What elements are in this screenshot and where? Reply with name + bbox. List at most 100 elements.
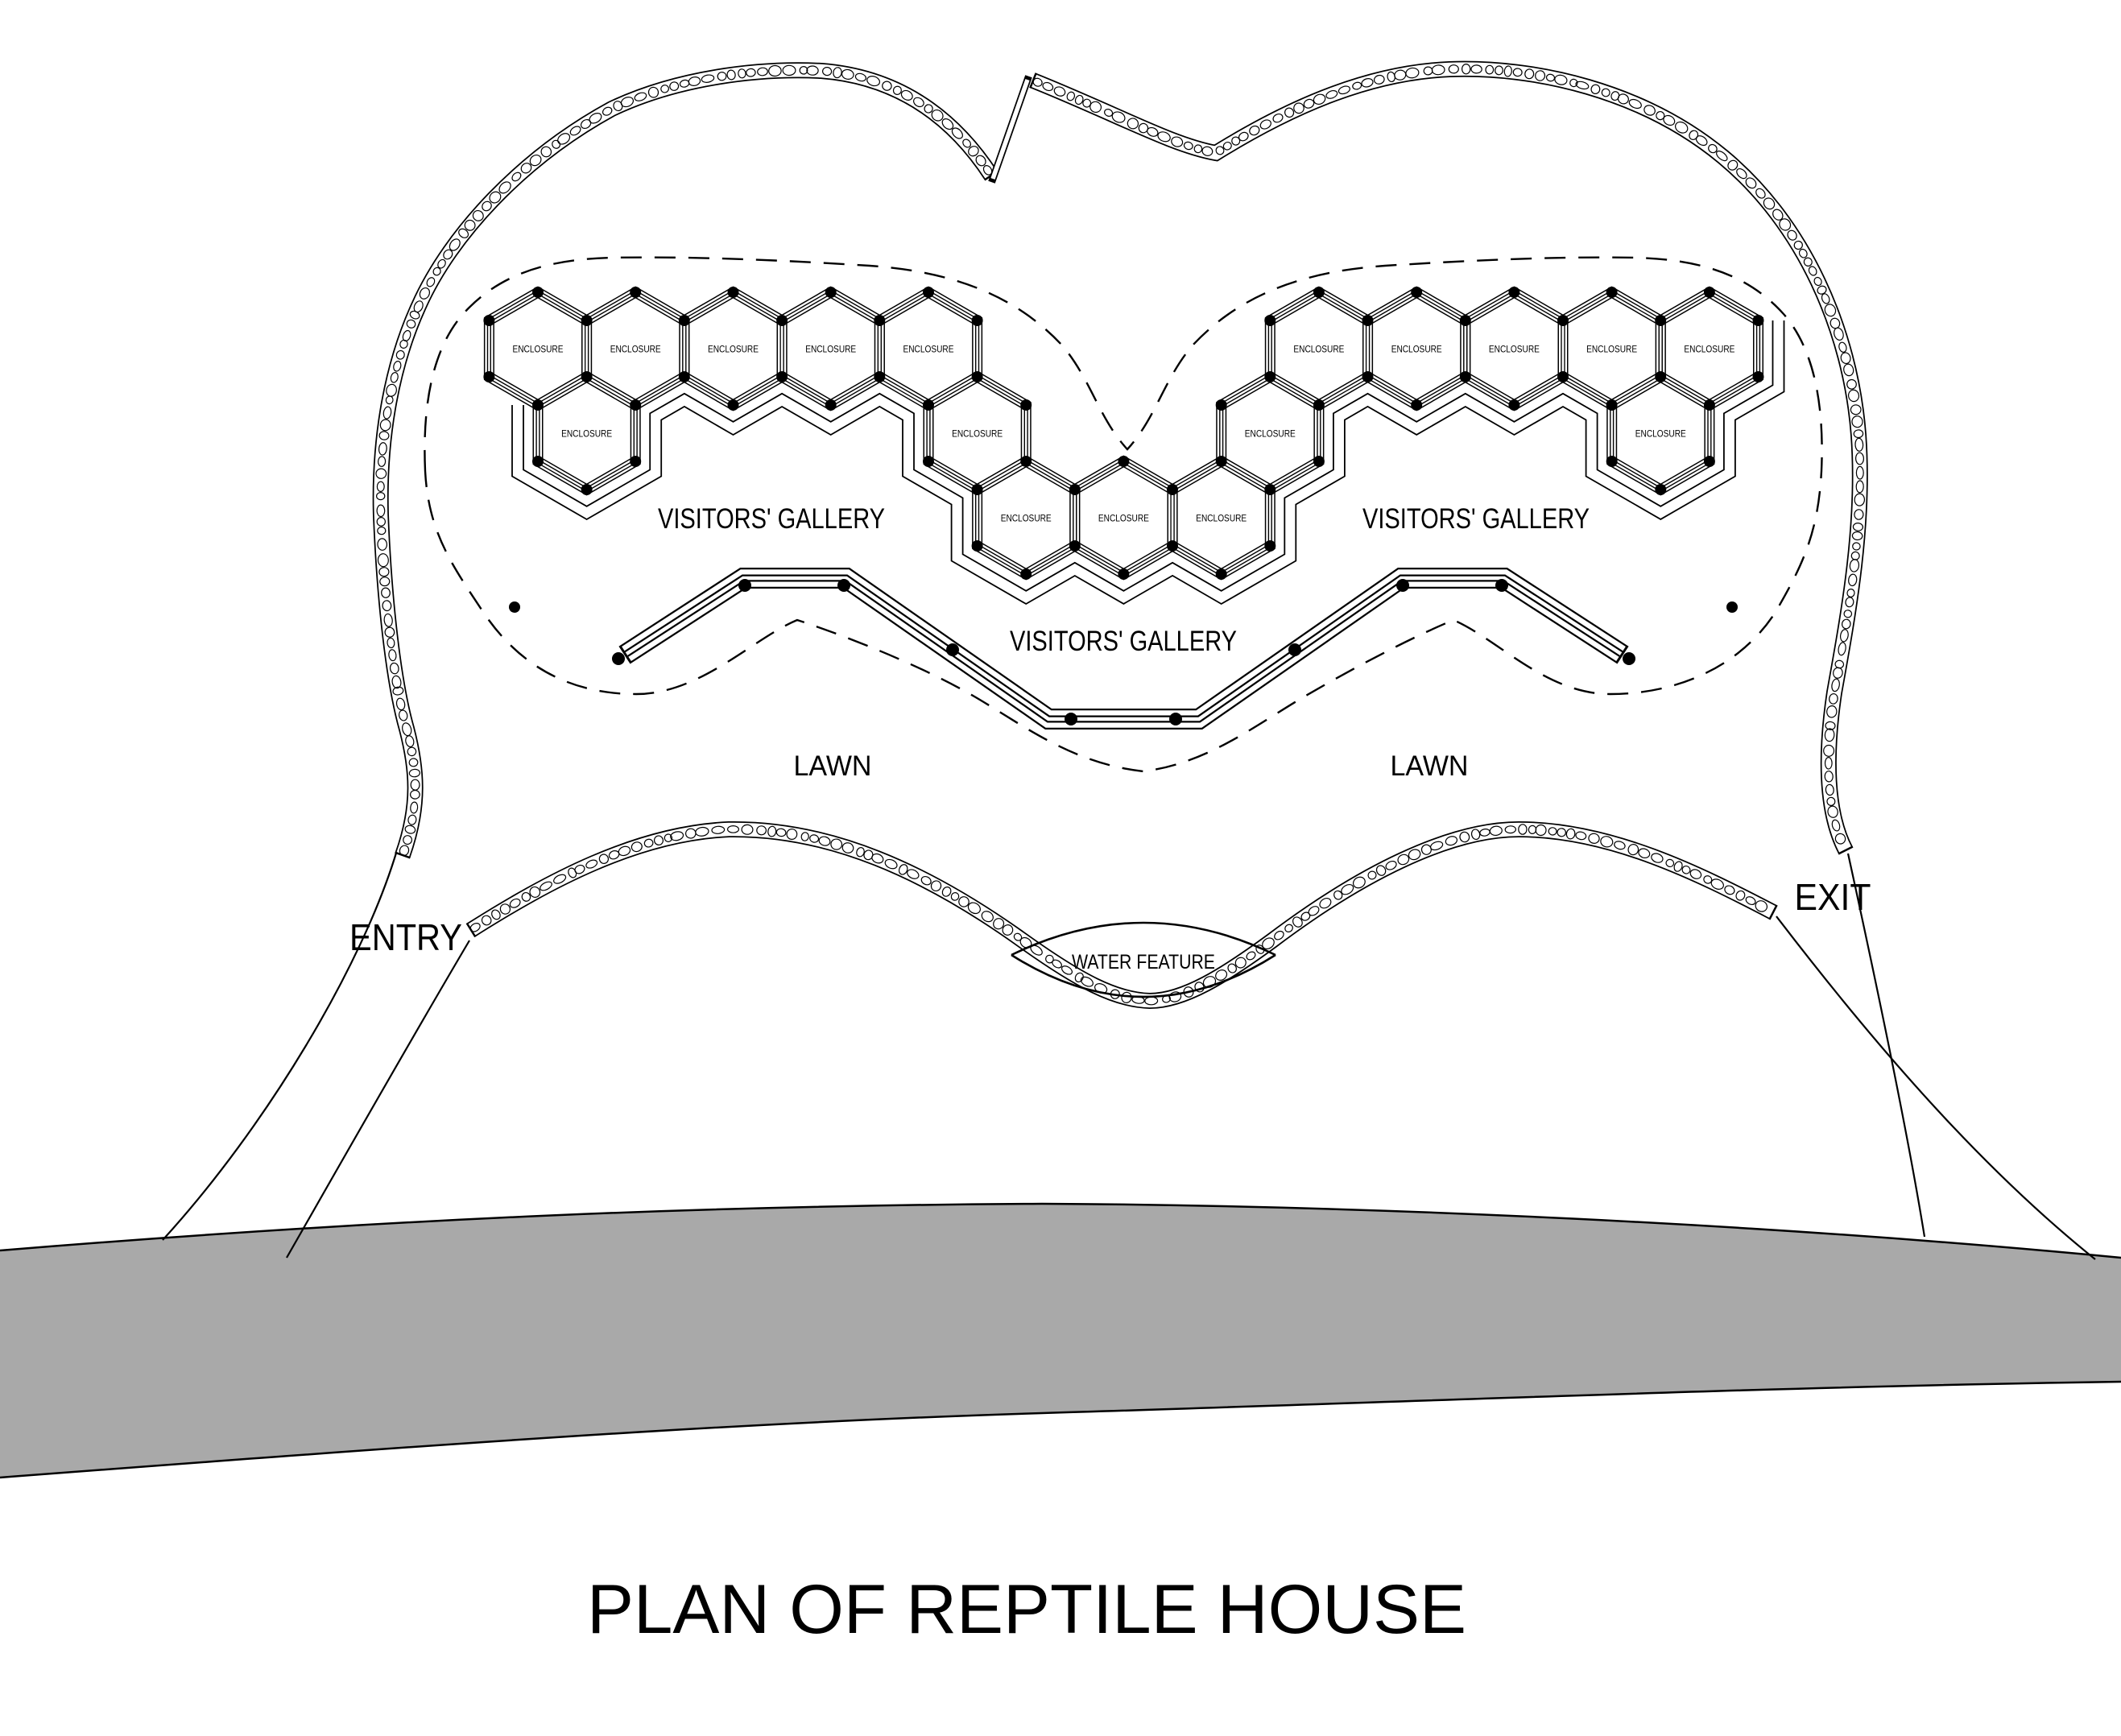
perimeter-wall xyxy=(372,60,1868,1010)
wall-stone xyxy=(520,163,532,174)
wall-stone xyxy=(962,138,972,148)
wall-stone xyxy=(1855,480,1864,494)
enclosure-label: ENCLOSURE xyxy=(1684,345,1734,355)
wall-stone xyxy=(1745,896,1756,906)
wall-stone xyxy=(413,300,424,313)
wall-stone xyxy=(913,97,924,108)
wall-stone xyxy=(521,891,531,902)
wall-stone xyxy=(1627,844,1639,856)
hex-column-dot xyxy=(678,315,690,326)
wall-stone xyxy=(402,329,411,342)
hex-column-dot xyxy=(874,371,886,382)
wall-stone xyxy=(382,600,392,612)
wall-stone xyxy=(1673,861,1683,872)
wall-stone xyxy=(540,146,552,158)
wall-stone xyxy=(756,825,767,836)
wall-stone xyxy=(1852,542,1861,551)
wall-stone xyxy=(491,909,501,920)
wall-stone xyxy=(1503,65,1512,77)
wall-stone xyxy=(377,538,388,551)
wall-stone xyxy=(1249,125,1260,136)
wall-stone xyxy=(1061,965,1073,975)
enclosure-label: ENCLOSURE xyxy=(708,345,759,355)
road-layer xyxy=(0,1202,2121,1479)
wall-stone xyxy=(993,918,1005,930)
wall-stone xyxy=(552,139,561,149)
wall-stone xyxy=(1638,848,1651,858)
rail-column-dot xyxy=(612,652,625,665)
hex-column-dot xyxy=(727,399,739,411)
hex-column-dot xyxy=(1118,568,1130,580)
gallery-offset-contours xyxy=(511,320,1785,606)
gallery-offset-contour-2 xyxy=(511,320,1785,606)
hex-column-dot xyxy=(1703,287,1715,298)
hex-column-dot xyxy=(1557,315,1569,326)
wall-stone xyxy=(1215,146,1225,155)
wall-stone xyxy=(1755,188,1766,199)
wall-stone xyxy=(379,577,391,587)
wall-stone xyxy=(1554,74,1568,85)
wall-stone xyxy=(1053,86,1066,97)
wall-stone xyxy=(799,65,808,75)
wall-stone xyxy=(1824,771,1834,783)
wall-stone xyxy=(386,383,397,397)
hex-column-dot xyxy=(1508,287,1520,298)
wall-stone xyxy=(1262,937,1275,950)
wall-stone xyxy=(1352,876,1366,889)
wall-stone xyxy=(643,838,654,848)
wall-stone xyxy=(1735,890,1746,901)
wall-stone xyxy=(634,92,647,101)
hex-column-dot xyxy=(532,399,544,411)
wall-stone xyxy=(884,858,898,870)
hex-column-dot xyxy=(1459,315,1471,326)
wall-stone xyxy=(1854,509,1864,520)
wall-stone xyxy=(1823,744,1835,757)
hex-column-dot xyxy=(1411,399,1423,411)
wall-stone xyxy=(924,104,933,114)
wall-stone xyxy=(775,828,787,837)
wall-stone xyxy=(1779,218,1792,231)
wall-band-outline xyxy=(466,820,1777,1010)
rail-column-dot xyxy=(1169,713,1182,725)
wall-stone xyxy=(1074,972,1084,983)
wall-stone xyxy=(1755,900,1768,912)
wall-stone xyxy=(1708,143,1718,154)
hex-column-dot xyxy=(630,456,642,467)
wall-stone xyxy=(1772,209,1784,221)
hex-column-dot xyxy=(1703,399,1715,411)
wall-stone xyxy=(1651,853,1664,863)
wall-stone xyxy=(1052,959,1062,969)
wall-stone xyxy=(395,349,405,360)
hex-column-dot xyxy=(1313,456,1325,467)
wall-stone xyxy=(1111,111,1126,123)
wall-stone xyxy=(1557,828,1566,837)
wall-stone xyxy=(408,758,419,767)
wall-stone xyxy=(1272,113,1284,123)
wall-stone xyxy=(388,649,397,662)
wall-stone xyxy=(384,626,395,638)
wall-stone xyxy=(1763,197,1776,210)
wall-stone xyxy=(1238,131,1249,142)
wall-stone xyxy=(1710,878,1724,890)
hex-column-dot xyxy=(1020,456,1032,467)
wall-stone xyxy=(941,118,954,130)
wall-stone xyxy=(1489,825,1503,837)
wall-stone xyxy=(449,238,461,251)
wall-stone xyxy=(688,76,701,86)
wall-stone xyxy=(768,64,782,77)
wall-stone xyxy=(1504,825,1516,834)
wall-stone xyxy=(1824,728,1835,742)
wall-stone xyxy=(1127,118,1139,130)
wall-stone xyxy=(1171,136,1184,147)
wall-stone xyxy=(553,874,567,884)
wall-stone xyxy=(393,361,402,372)
wall-stone xyxy=(741,824,754,835)
wall-stone xyxy=(1798,248,1808,258)
wall-stone xyxy=(458,228,469,238)
wall-stone xyxy=(726,69,736,81)
wall-stone xyxy=(1831,678,1840,692)
wall-stone xyxy=(1569,78,1578,88)
wall-stone xyxy=(1459,831,1470,843)
wall-stone xyxy=(1843,610,1853,618)
